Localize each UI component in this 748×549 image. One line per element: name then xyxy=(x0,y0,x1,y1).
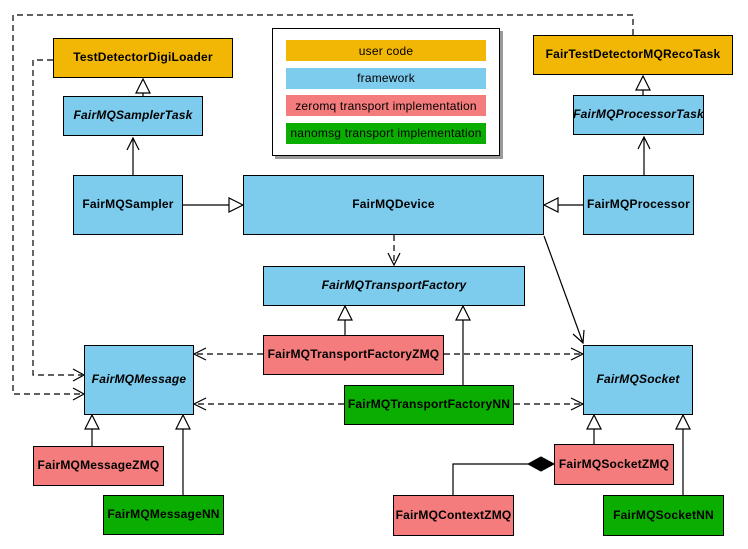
edge-device-socket xyxy=(543,235,585,345)
class-fairmq-sampler-task: FairMQSamplerTask xyxy=(63,96,203,136)
legend-item-framework: framework xyxy=(286,67,486,89)
class-label: FairMQDevice xyxy=(352,197,435,212)
class-fairmq-sampler: FairMQSampler xyxy=(73,175,183,235)
edge-socketnn-socket xyxy=(675,413,691,495)
legend-label: zeromq transport implementation xyxy=(295,98,477,113)
edge-device-factory xyxy=(387,235,401,267)
edge-factorynn-socket xyxy=(514,397,585,411)
edge-sampler-samplertask xyxy=(126,136,140,175)
class-label: FairMQSamplerTask xyxy=(73,108,193,123)
class-fairmq-socket-zmq: FairMQSocketZMQ xyxy=(554,444,674,485)
class-fairmq-message-zmq: FairMQMessageZMQ xyxy=(33,446,164,486)
legend: user code framework zeromq transport imp… xyxy=(272,28,500,156)
edge-socketzmq-socket xyxy=(586,413,602,444)
edge-factorynn-factory xyxy=(455,304,471,385)
edge-processor-device xyxy=(542,197,583,213)
legend-label: nanomsg transport implementation xyxy=(290,126,482,141)
class-label: FairMQTransportFactory xyxy=(321,278,467,293)
class-label: FairMQSocketZMQ xyxy=(558,456,670,471)
class-label: TestDetectorDigiLoader xyxy=(73,50,213,65)
edge-factoryzmq-message xyxy=(192,347,263,361)
edge-sampler-device xyxy=(183,197,245,213)
class-fairmq-message: FairMQMessage xyxy=(84,345,194,415)
legend-label: framework xyxy=(357,71,415,86)
class-label: FairMQSocketNN xyxy=(613,507,714,522)
edge-processortask-recotask xyxy=(635,74,651,95)
edge-samplertask-loader xyxy=(135,77,151,96)
class-fairmq-processor: FairMQProcessor xyxy=(583,175,694,235)
class-label: FairMQTransportFactoryZMQ xyxy=(267,347,440,362)
legend-item-nanomsg: nanomsg transport implementation xyxy=(286,122,486,144)
class-fairmq-transport-factory-nn: FairMQTransportFactoryNN xyxy=(344,385,514,425)
class-fairmq-transport-factory-zmq: FairMQTransportFactoryZMQ xyxy=(263,335,444,375)
class-fair-test-detector-mq-reco-task: FairTestDetectorMQRecoTask xyxy=(533,35,733,75)
class-label: FairMQTransportFactoryNN xyxy=(347,397,511,412)
edge-messagenn-message xyxy=(175,413,191,495)
legend-label: user code xyxy=(358,43,414,58)
class-fairmq-device: FairMQDevice xyxy=(243,175,544,235)
class-fairmq-context-zmq: FairMQContextZMQ xyxy=(393,495,514,536)
class-label: FairMQContextZMQ xyxy=(395,507,512,522)
class-label: FairMQProcessorTask xyxy=(573,107,704,122)
class-label: FairMQSocket xyxy=(596,372,680,387)
edge-factoryzmq-socket xyxy=(444,347,585,361)
class-fairmq-transport-factory: FairMQTransportFactory xyxy=(263,266,525,306)
class-fairmq-processor-task: FairMQProcessorTask xyxy=(573,95,704,135)
edge-factoryzmq-factory xyxy=(337,304,353,335)
class-label: FairMQMessage xyxy=(91,372,187,387)
legend-item-zeromq: zeromq transport implementation xyxy=(286,95,486,117)
class-test-detector-digi-loader: TestDetectorDigiLoader xyxy=(53,38,233,78)
edge-factorynn-message xyxy=(192,397,344,411)
class-fairmq-message-nn: FairMQMessageNN xyxy=(103,495,224,535)
class-label: FairMQSampler xyxy=(82,197,174,212)
legend-item-user-code: user code xyxy=(286,40,486,62)
edge-contextzmq-socketzmq xyxy=(452,456,556,495)
class-label: FairMQMessageNN xyxy=(107,507,220,522)
class-label: FairTestDetectorMQRecoTask xyxy=(545,47,721,62)
class-fairmq-socket-nn: FairMQSocketNN xyxy=(603,495,724,536)
edge-messagezmq-message xyxy=(84,413,100,446)
class-label: FairMQProcessor xyxy=(586,197,691,212)
edge-processor-processortask xyxy=(637,135,651,175)
class-label: FairMQMessageZMQ xyxy=(37,458,160,473)
class-fairmq-socket: FairMQSocket xyxy=(583,345,693,415)
